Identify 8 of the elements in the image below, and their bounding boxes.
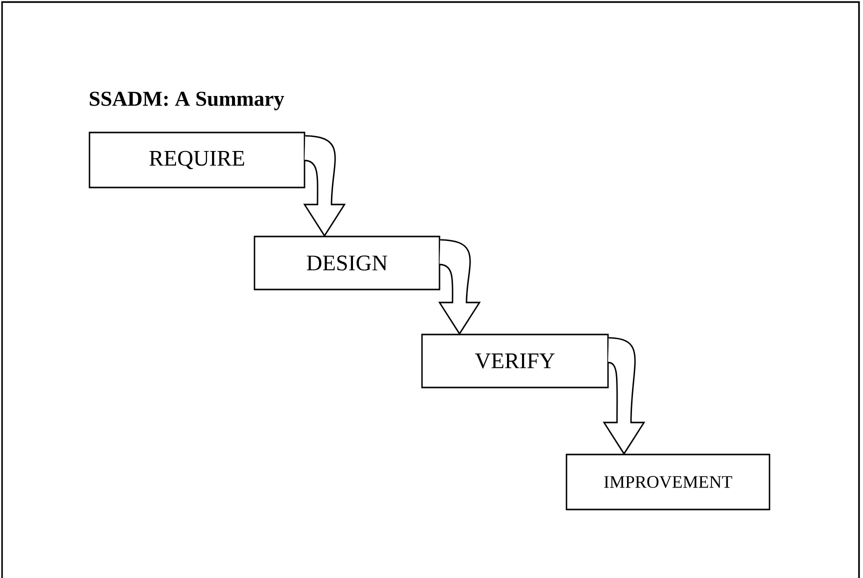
process-box: REQUIRE — [88, 132, 306, 188]
process-box: DESIGN — [254, 236, 440, 290]
block-arrow — [304, 135, 346, 236]
block-arrow — [438, 239, 480, 334]
title: SSADM: A Summary — [90, 92, 284, 110]
block-arrow — [603, 337, 645, 454]
process-box: IMPROVEMENT — [566, 454, 770, 510]
process-box: VERIFY — [421, 334, 609, 388]
